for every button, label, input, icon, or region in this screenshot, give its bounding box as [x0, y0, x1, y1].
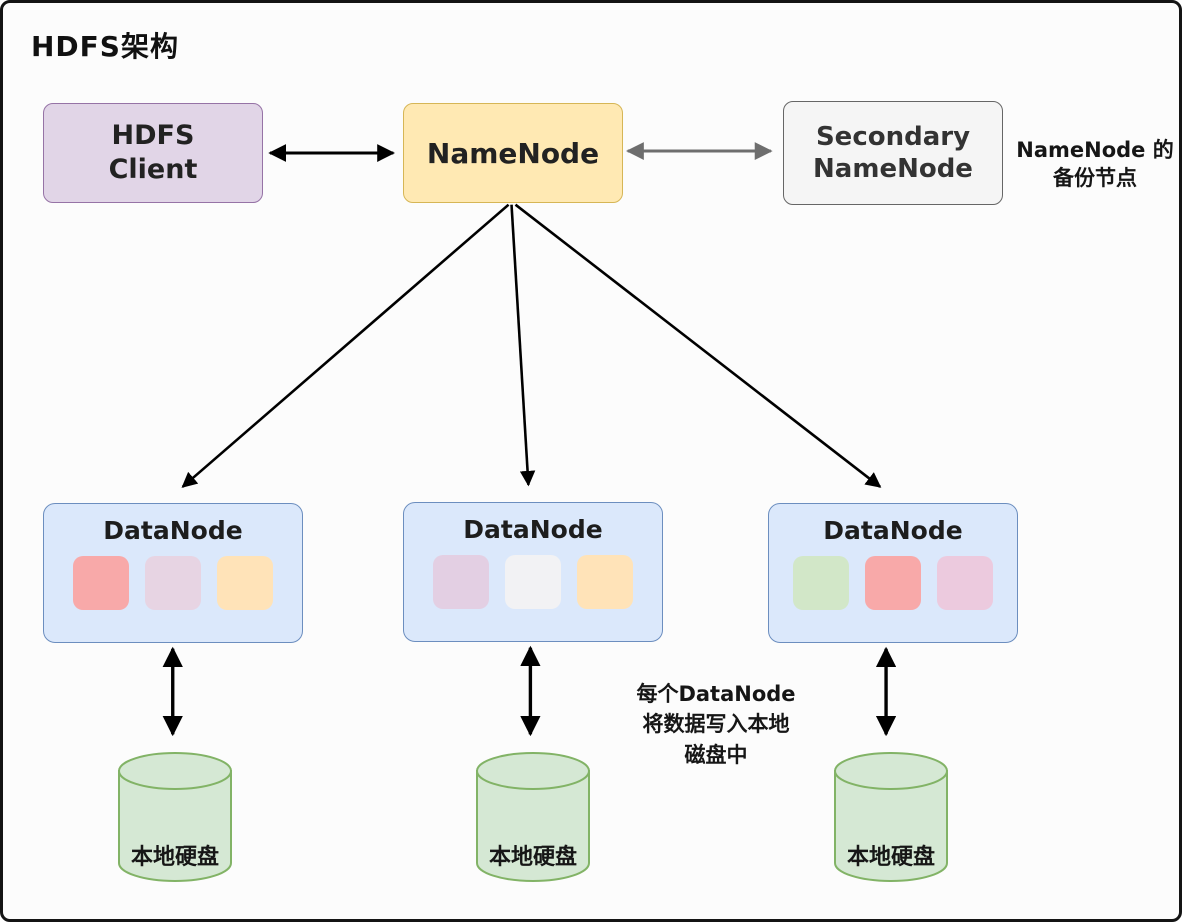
node-hdfs-client: HDFS Client	[43, 103, 263, 203]
data-block	[865, 556, 921, 610]
disk-3: 本地硬盘	[831, 745, 951, 887]
node-secondary-namenode-label: Secondary NameNode	[813, 121, 973, 185]
disk-1: 本地硬盘	[115, 745, 235, 887]
data-block	[73, 556, 129, 610]
arrow-namenode-datanode-2	[510, 204, 536, 487]
secondary-namenode-note: NameNode 的 备份节点	[1016, 138, 1174, 191]
data-block	[433, 555, 489, 609]
cylinder-icon	[118, 752, 232, 882]
datanode-1-blocks	[73, 556, 273, 610]
data-block	[505, 555, 561, 609]
data-block	[937, 556, 993, 610]
data-block	[577, 555, 633, 609]
datanode-3-label: DataNode	[823, 516, 963, 545]
cylinder-icon	[476, 752, 590, 882]
cylinder-icon	[834, 752, 948, 882]
disk-3-label: 本地硬盘	[846, 845, 935, 870]
disk-1-label: 本地硬盘	[130, 845, 219, 870]
diagram-title: HDFS架构	[31, 30, 179, 63]
disk-2: 本地硬盘	[473, 745, 593, 887]
node-datanode-1: DataNode	[43, 503, 303, 643]
node-datanode-2: DataNode	[403, 502, 663, 642]
datanode-2-blocks	[433, 555, 633, 609]
node-namenode-label: NameNode	[426, 136, 600, 170]
arrow-namenode-datanode-3	[514, 203, 882, 488]
data-block	[217, 556, 273, 610]
arrow-namenode-datanode-1	[181, 203, 510, 488]
data-block	[145, 556, 201, 610]
node-secondary-namenode: Secondary NameNode	[783, 101, 1003, 205]
disk-2-label: 本地硬盘	[488, 845, 577, 870]
node-namenode: NameNode	[403, 103, 623, 203]
datanode-note: 每个DataNode 将数据写入本地 磁盘中	[636, 682, 796, 767]
data-block	[793, 556, 849, 610]
datanode-1-label: DataNode	[103, 516, 243, 545]
datanode-2-label: DataNode	[463, 515, 603, 544]
node-hdfs-client-label: HDFS Client	[108, 120, 198, 185]
datanode-3-blocks	[793, 556, 993, 610]
node-datanode-3: DataNode	[768, 503, 1018, 643]
